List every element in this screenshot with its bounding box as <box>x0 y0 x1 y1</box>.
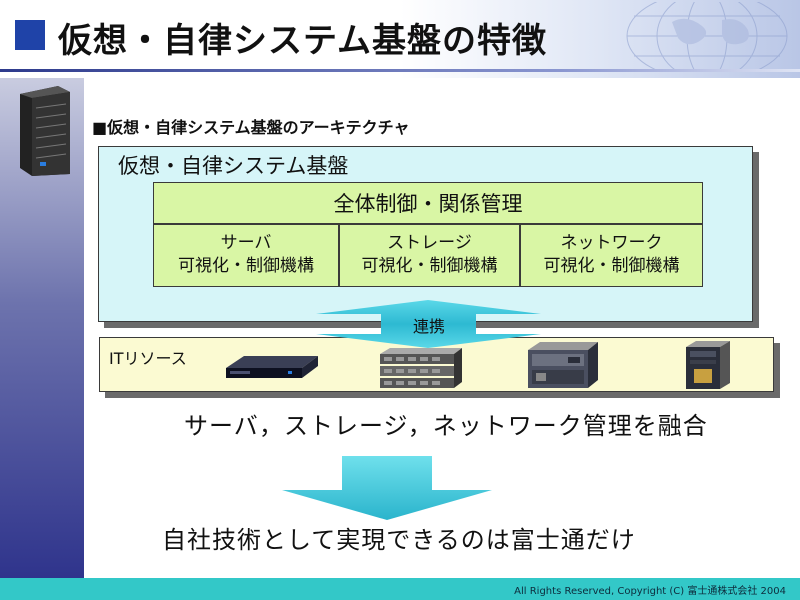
copyright-notice: All Rights Reserved, Copyright (C) 富士通株式… <box>514 586 786 597</box>
server-mechanism-box: サーバ 可視化・制御機構 <box>153 224 339 287</box>
network-label: ネットワーク <box>560 233 663 253</box>
overall-control-label: 全体制御・関係管理 <box>333 192 523 216</box>
server-caption: 可視化・制御機構 <box>178 256 314 276</box>
architecture-subtitle: ■仮想・自律システム基盤のアーキテクチャ <box>92 118 410 137</box>
network-caption: 可視化・制御機構 <box>543 256 680 276</box>
integration-statement: サーバ，ストレージ，ネットワーク管理を融合 <box>184 412 708 440</box>
tower-server-icon <box>686 341 730 389</box>
server-label: サーバ <box>220 233 272 253</box>
title-underline <box>0 69 800 72</box>
platform-title: 仮想・自律システム基盤 <box>118 154 349 178</box>
storage-caption: 可視化・制御機構 <box>361 256 498 276</box>
link-double-arrow <box>316 300 541 348</box>
down-arrow-icon <box>282 456 492 520</box>
link-label: 連携 <box>412 317 445 336</box>
title-band <box>0 0 800 78</box>
server-tower-icon <box>20 86 70 176</box>
globe-icon <box>626 2 788 70</box>
network-switch-icon <box>528 342 598 388</box>
conclusion-statement: 自社技術として実現できるのは富士通だけ <box>162 526 636 554</box>
it-resources-label: ITリソース <box>109 349 187 368</box>
network-mechanism-box: ネットワーク 可視化・制御機構 <box>520 224 703 287</box>
overall-control-box: 全体制御・関係管理 <box>153 182 703 224</box>
rack-server-icon <box>226 356 318 378</box>
footer-bar <box>0 578 800 600</box>
storage-mechanism-box: ストレージ 可視化・制御機構 <box>339 224 520 287</box>
title-bullet-square <box>15 20 45 50</box>
storage-label: ストレージ <box>387 233 472 253</box>
storage-array-icon <box>380 348 462 388</box>
page-title: 仮想・自律システム基盤の特徴 <box>58 21 547 61</box>
